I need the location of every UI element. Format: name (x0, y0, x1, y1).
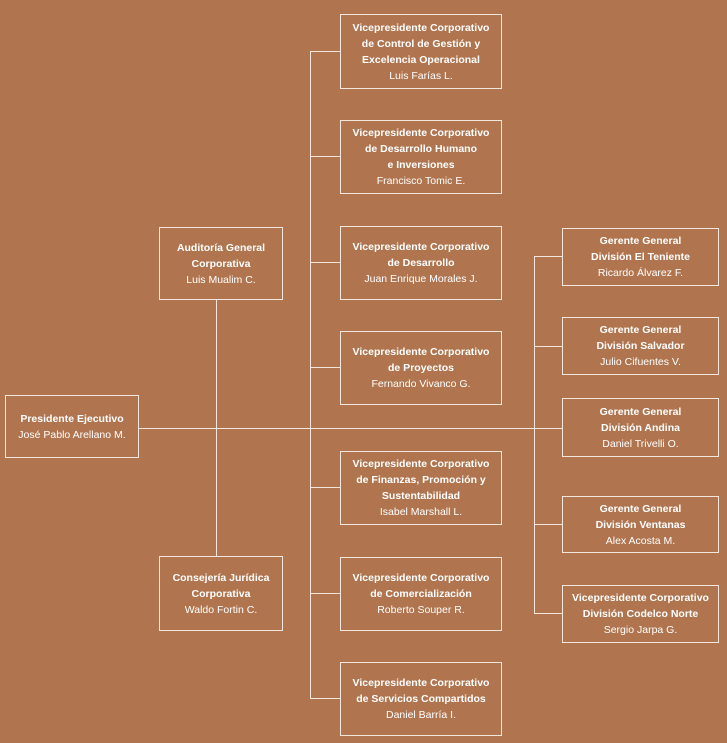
division-name: Julio Cifuentes V. (600, 356, 681, 368)
vp-desarrollo-box: Vicepresidente Corporativo de Desarrollo… (340, 226, 502, 300)
vp-title: Vicepresidente Corporativo de Comerciali… (352, 572, 490, 600)
vp-name: Juan Enrique Morales J. (364, 273, 478, 285)
division-title: Gerente General División El Teniente (591, 235, 690, 263)
division-title: Vicepresidente Corporativo División Code… (572, 592, 709, 620)
division-ventanas-box: Gerente General División Ventanas Alex A… (562, 496, 719, 553)
division-title: Gerente General División Salvador (596, 324, 685, 352)
juridica-box: Consejería Jurídica Corporativa Waldo Fo… (159, 556, 283, 631)
vp-name: Roberto Souper R. (377, 604, 465, 616)
division-name: Sergio Jarpa G. (603, 624, 678, 636)
vp-name: Isabel Marshall L. (379, 506, 463, 518)
vp-name: Francisco Tomic E. (376, 175, 466, 187)
juridica-name: Waldo Fortin C. (184, 603, 258, 616)
division-andina-box: Gerente General División Andina Daniel T… (562, 398, 719, 457)
division-codelco-norte-box: Vicepresidente Corporativo División Code… (562, 585, 719, 643)
division-salvador-box: Gerente General División Salvador Julio … (562, 317, 719, 375)
vp-control-gestion-box: Vicepresidente Corporativo de Control de… (340, 14, 502, 89)
division-name: Alex Acosta M. (605, 534, 676, 547)
vp-finanzas-box: Vicepresidente Corporativo de Finanzas, … (340, 451, 502, 525)
vp-name: Luis Farías L. (389, 69, 453, 82)
vp-title: Vicepresidente Corporativo de Control de… (352, 21, 490, 66)
vp-servicios-compartidos-box: Vicepresidente Corporativo de Servicios … (340, 662, 502, 736)
division-el-teniente-box: Gerente General División El Teniente Ric… (562, 228, 719, 286)
vp-desarrollo-humano-box: Vicepresidente Corporativo de Desarrollo… (340, 120, 502, 194)
vp-title: Vicepresidente Corporativo de Desarrollo (352, 241, 490, 269)
vp-comercializacion-box: Vicepresidente Corporativo de Comerciali… (340, 557, 502, 631)
auditoria-name: Luis Mualim C. (186, 273, 256, 286)
vp-name: Fernando Vivanco G. (371, 378, 471, 390)
vp-name: Daniel Barría I. (385, 709, 457, 721)
auditoria-title: Auditoría General Corporativa (176, 241, 266, 270)
division-name: Daniel Trivelli O. (602, 437, 679, 450)
vp-title: Vicepresidente Corporativo de Finanzas, … (352, 458, 490, 502)
vp-proyectos-box: Vicepresidente Corporativo de Proyectos … (340, 331, 502, 405)
vp-title: Vicepresidente Corporativo de Desarrollo… (352, 127, 490, 171)
division-title: Gerente General División Ventanas (595, 502, 686, 531)
division-title: Gerente General División Andina (599, 405, 682, 434)
auditoria-box: Auditoría General Corporativa Luis Muali… (159, 227, 283, 300)
juridica-title: Consejería Jurídica Corporativa (172, 571, 270, 600)
president-name: José Pablo Arellano M. (18, 428, 126, 441)
division-name: Ricardo Álvarez F. (597, 267, 684, 279)
president-title: Presidente Ejecutivo (20, 412, 124, 425)
president-box: Presidente Ejecutivo José Pablo Arellano… (5, 395, 139, 458)
vp-title: Vicepresidente Corporativo de Servicios … (352, 677, 490, 705)
vp-title: Vicepresidente Corporativo de Proyectos (352, 346, 490, 374)
